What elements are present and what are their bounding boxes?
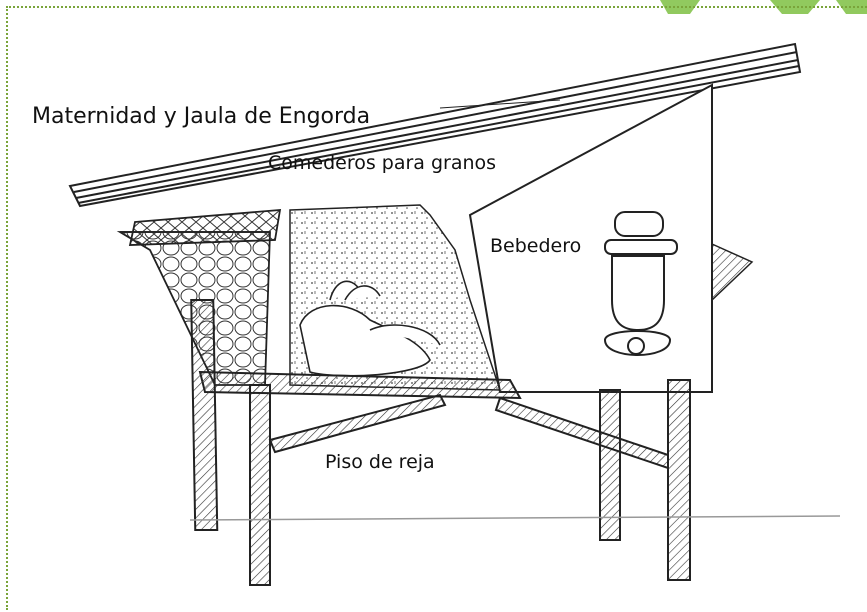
waterer-bottle xyxy=(603,211,678,356)
label-grain-feeders: Comederos para granos xyxy=(268,152,497,174)
diagram-title: Maternidad y Jaula de Engorda xyxy=(32,104,371,129)
ground-line xyxy=(189,515,841,521)
frame-top xyxy=(6,6,867,8)
frame-left xyxy=(6,6,8,610)
legs xyxy=(190,299,691,586)
braces xyxy=(268,393,669,470)
label-grate-floor: Piso de reja xyxy=(325,451,435,473)
roof xyxy=(68,42,802,208)
label-waterer: Bebedero xyxy=(490,235,582,257)
right-brace xyxy=(711,242,754,302)
